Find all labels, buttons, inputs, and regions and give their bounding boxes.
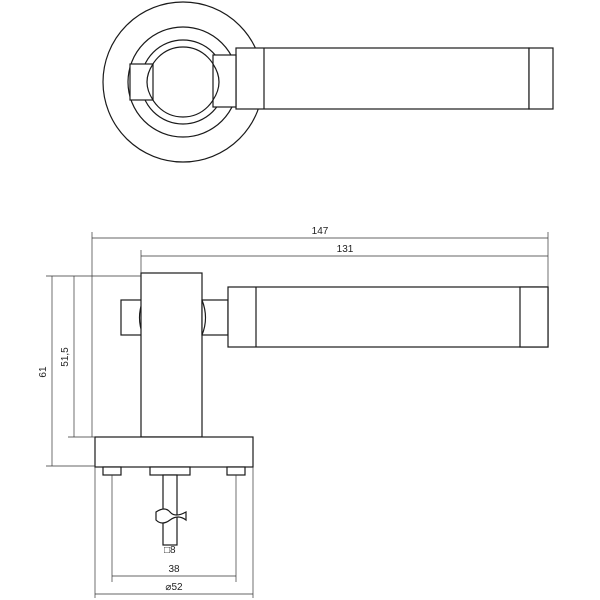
dimension-lines: 147 131 61 51,5 □8 38 ⌀52 [38,226,549,598]
diameter-symbol: ⌀ [165,582,171,593]
neck [140,272,203,438]
lever-end-cap-top [528,47,554,110]
top-view [102,1,554,163]
rose-plate [94,436,254,468]
dim-51-5-label: 51,5 [60,347,71,367]
lever-body-top [235,47,530,110]
right-screw-head [226,466,246,476]
dim-147-label: 147 [312,226,329,237]
spindle-break [155,508,187,524]
spindle-collar [149,466,191,476]
right-collar-block [212,54,237,108]
left-collar-notch [146,63,154,101]
dim-61-label: 61 [38,366,49,378]
spindle-square-value: 8 [170,545,176,556]
right-connector-curve [201,299,207,336]
lever-end-cap-side [519,286,549,348]
side-view [94,272,549,546]
right-collar-notch [212,63,220,101]
rose-diameter-value: 52 [171,582,183,593]
dim-131-label: 131 [337,244,354,255]
dim-52-label: ⌀52 [165,582,183,593]
square-symbol: □ [164,545,170,556]
left-collar-block [129,63,154,101]
dim-spindle-label: □8 [164,545,176,556]
right-connector [201,299,229,336]
lever-side [227,286,549,348]
dim-38-label: 38 [168,564,180,575]
left-screw-head [102,466,122,476]
